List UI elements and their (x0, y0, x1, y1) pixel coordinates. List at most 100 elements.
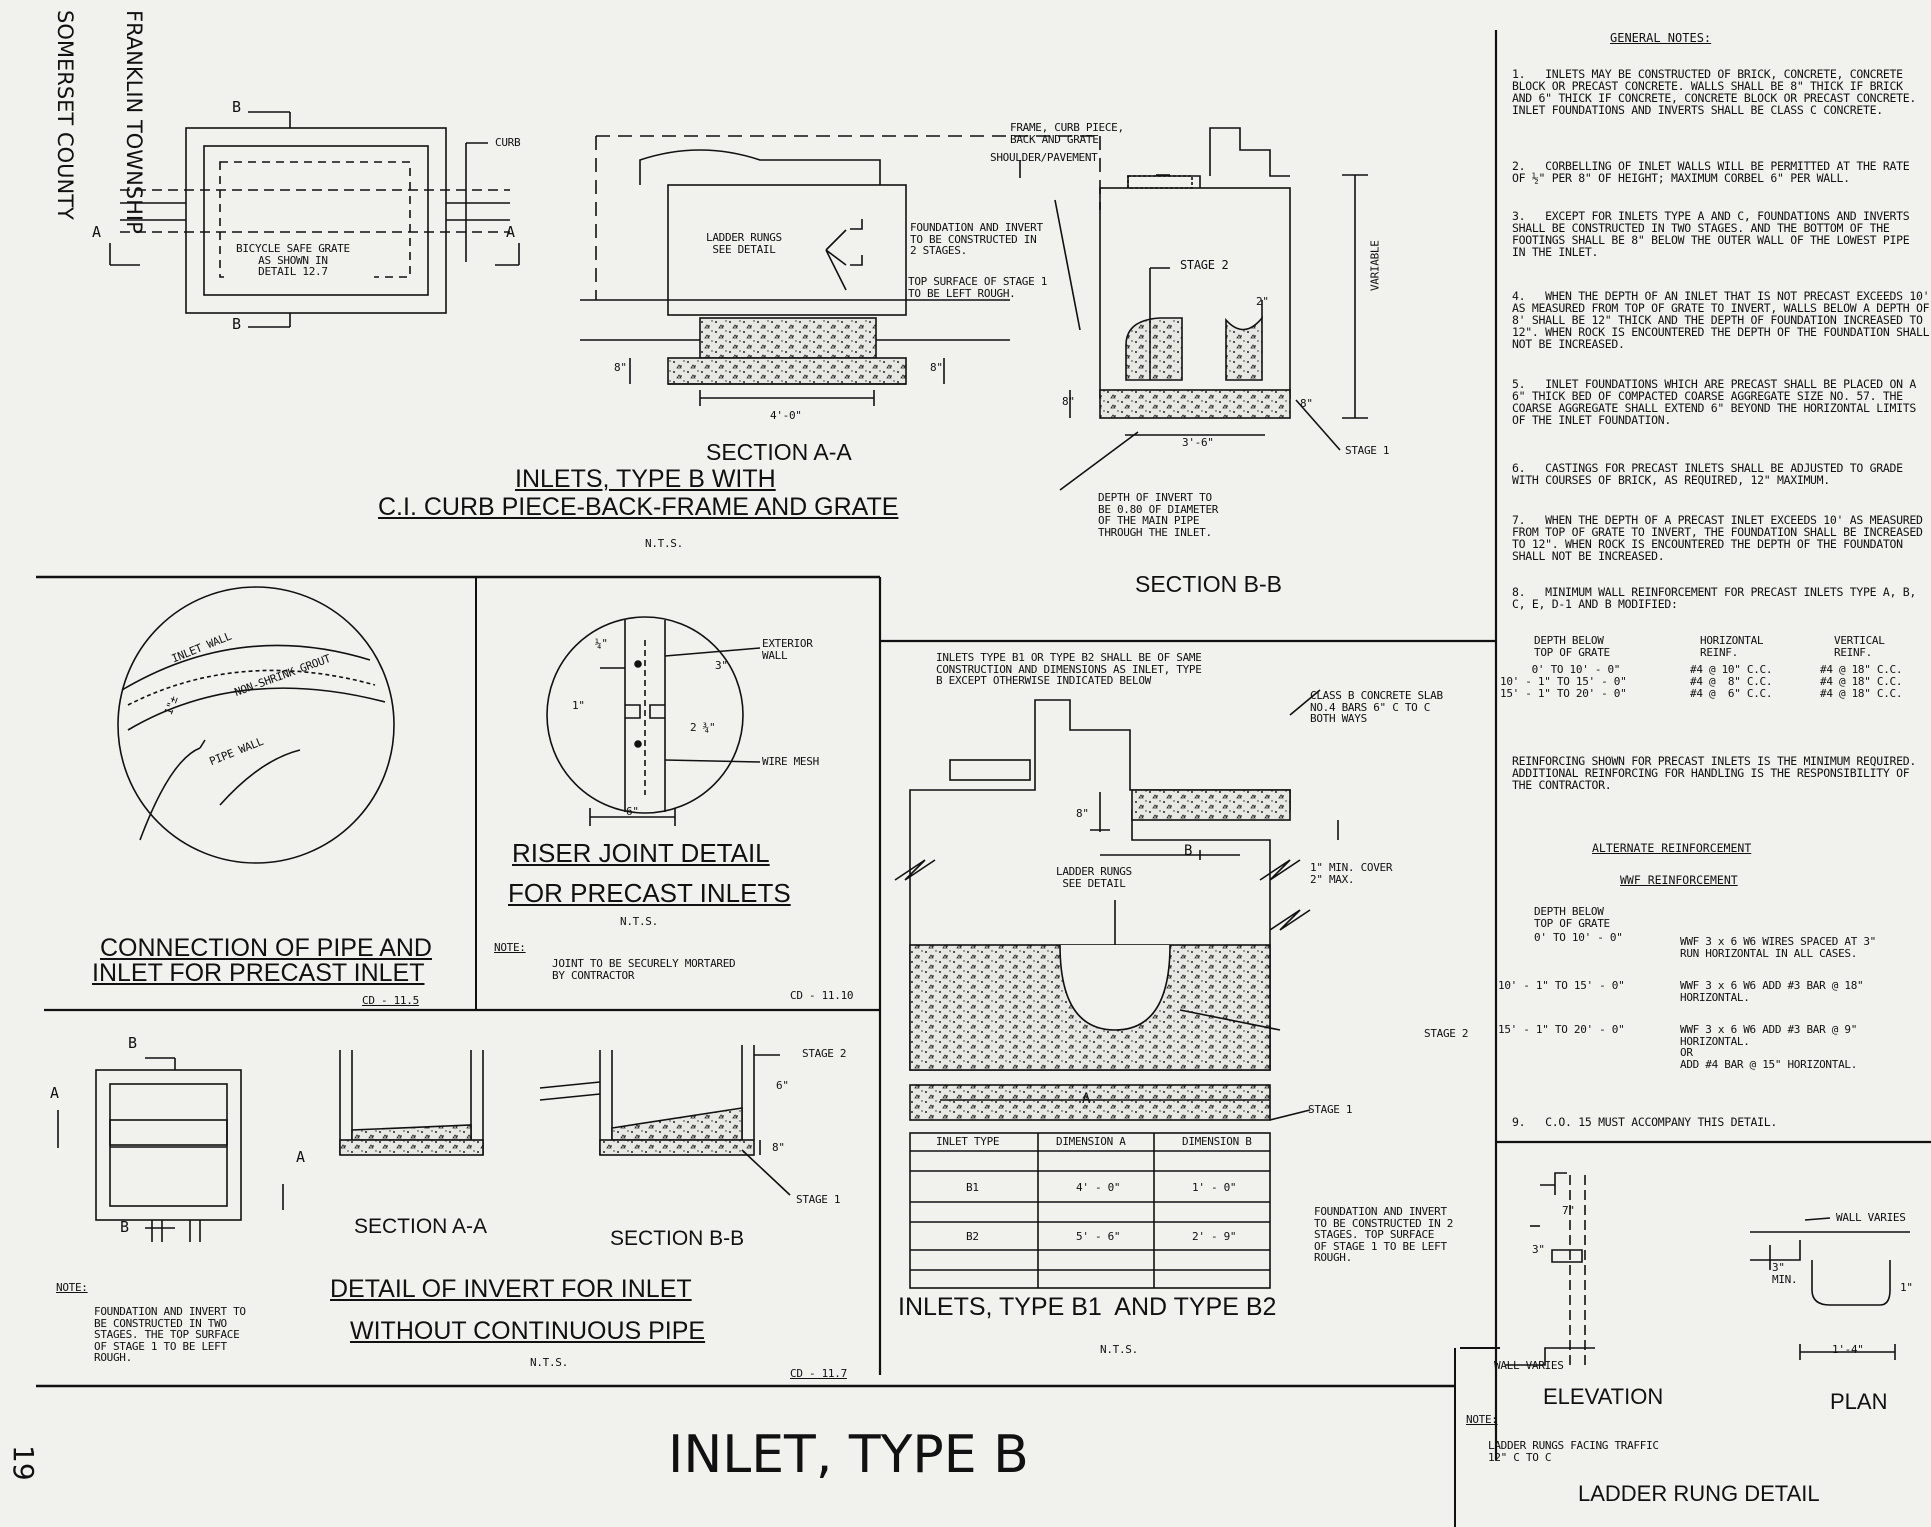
wwf-row-3-spec: WWF 3 x 6 W6 ADD #3 BAR @ 9" HORIZONTAL.… (1680, 1023, 1858, 1071)
cover-note: 1" MIN. COVER 2" MAX. (1310, 861, 1393, 886)
note-4: 4. WHEN THE DEPTH OF AN INLET THAT IS NO… (1512, 289, 1930, 351)
reinf-header-horizontal: HORIZONTAL REINF. (1700, 634, 1764, 659)
invert-nts: N.T.S. (530, 1356, 568, 1369)
ladder-note-label: NOTE: (1466, 1413, 1498, 1426)
riser-one: 1" (572, 699, 585, 712)
table-b2-dim-b: 2' - 9" (1192, 1230, 1237, 1243)
riser-note: JOINT TO BE SECURELY MORTARED BY CONTRAC… (552, 957, 736, 982)
invert-note-label: NOTE: (56, 1281, 88, 1294)
ladder-dim-1: 1" (1900, 1281, 1913, 1294)
invert-a-right: A (296, 1148, 306, 1166)
invert-a-left: A (50, 1084, 60, 1102)
bb-dim-width: 3'-6" (1182, 436, 1214, 449)
invert-dim-6: 6" (776, 1079, 789, 1092)
reinf-header-depth: DEPTH BELOW TOP OF GRATE (1534, 634, 1610, 659)
b1b2-dim-8: 8" (1076, 807, 1089, 820)
foundation-note: FOUNDATION AND INVERT TO BE CONSTRUCTED … (910, 221, 1043, 257)
note-7: 7. WHEN THE DEPTH OF A PRECAST INLET EXC… (1512, 513, 1930, 563)
ladder-elevation-title: ELEVATION (1543, 1384, 1664, 1409)
typeb-section-aa (580, 135, 1170, 406)
ladder-rungs-note: LADDER RUNGS SEE DETAIL (706, 231, 782, 256)
typeb-section-aa-title: SECTION A-A (706, 439, 852, 465)
connection-title-1: CONNECTION OF PIPE AND (100, 934, 432, 962)
frame-note: FRAME, CURB PIECE, BACK AND GRATE (1010, 121, 1124, 146)
wwf-row-2-spec: WWF 3 x 6 W6 ADD #3 BAR @ 18" HORIZONTAL… (1680, 979, 1864, 1004)
invert-plan (57, 1057, 284, 1242)
reinf-row-2-vertical: #4 @ 18" C.C. (1820, 675, 1903, 688)
riser-three: 3" (715, 659, 728, 672)
typeb-plan (109, 111, 520, 328)
bb-dim-8-right: 8" (1300, 397, 1313, 410)
note-5: 5. INLET FOUNDATIONS WHICH ARE PRECAST S… (1512, 377, 1923, 427)
b1b2-dim-b: B (1184, 843, 1193, 859)
riser-title-2: FOR PRECAST INLETS (508, 878, 791, 908)
connection-title-2: INLET FOR PRECAST INLET (92, 959, 425, 987)
invert-sections (339, 1045, 791, 1196)
reinf-row-3-horizontal: #4 @ 6" C.C. (1690, 687, 1773, 700)
riser-detail (546, 616, 761, 826)
typeb-section-bb (1059, 127, 1368, 491)
bb-stage-1: STAGE 1 (1345, 444, 1390, 457)
table-b1-dim-a: 4' - 0" (1076, 1181, 1121, 1194)
reinf-row-2-horizontal: #4 @ 8" C.C. (1690, 675, 1773, 688)
table-b2-dim-a: 5' - 6" (1076, 1230, 1121, 1243)
typeb-title-2: C.I. CURB PIECE-BACK-FRAME AND GRATE (378, 493, 899, 521)
wwf-row-1-spec: WWF 3 x 6 W6 WIRES SPACED AT 3" RUN HORI… (1680, 935, 1876, 960)
wwf-row-1-depth: 0' TO 10' - 0" (1534, 931, 1623, 944)
side-title-block: FRANKLIN TOWNSHIP SOMERSET COUNTY (30, 10, 191, 234)
dim-width: 4'-0" (770, 409, 802, 422)
grate-note: BICYCLE SAFE GRATE AS SHOWN IN DETAIL 12… (236, 242, 350, 278)
riser-code: CD - 11.10 (790, 989, 854, 1002)
b1b2-stage-2: STAGE 2 (1424, 1027, 1469, 1040)
note-6: 6. CASTINGS FOR PRECAST INLETS SHALL BE … (1512, 461, 1910, 487)
invert-dim-8: 8" (772, 1141, 785, 1154)
b1b2-title: INLETS, TYPE B1 AND TYPE B2 (898, 1293, 1277, 1321)
invert-note: FOUNDATION AND INVERT TO BE CONSTRUCTED … (94, 1305, 246, 1364)
wwf-row-2-depth: 10' - 1" TO 15' - 0" (1498, 979, 1625, 992)
ladder-elevation (1505, 1172, 1595, 1370)
b1b2-stage-1: STAGE 1 (1308, 1103, 1353, 1116)
typeb-title-1: INLETS, TYPE B WITH (515, 465, 776, 493)
note-8: 8. MINIMUM WALL REINFORCEMENT FOR PRECAS… (1512, 585, 1923, 611)
typeb-section-bb-title: SECTION B-B (1135, 571, 1282, 597)
township-name: FRANKLIN TOWNSHIP (122, 10, 146, 234)
table-header-dim-a: DIMENSION A (1056, 1135, 1126, 1148)
invert-stage-1: STAGE 1 (796, 1193, 841, 1206)
wwf-heading: WWF REINFORCEMENT (1620, 873, 1738, 887)
ladder-dim-3-min: 3" MIN. (1772, 1261, 1798, 1286)
reinf-shown-note: REINFORCING SHOWN FOR PRECAST INLETS IS … (1512, 754, 1923, 792)
b1b2-section (894, 689, 1339, 1121)
ladder-note: LADDER RUNGS FACING TRAFFIC 12" C TO C (1488, 1439, 1659, 1464)
wwf-depth-header: DEPTH BELOW TOP OF GRATE (1534, 905, 1610, 930)
slab-note: CLASS B CONCRETE SLAB NO.4 BARS 6" C TO … (1310, 689, 1443, 725)
depth-invert-note: DEPTH OF INVERT TO BE 0.80 OF DIAMETER O… (1098, 491, 1219, 539)
bb-variable: VARIABLE (1368, 240, 1382, 292)
dim-8-right: 8" (930, 361, 943, 374)
ladder-dim-7: 7" (1562, 1204, 1575, 1217)
plan-section-b-bottom: B (232, 315, 242, 333)
plan-section-a-right: A (506, 223, 516, 241)
ladder-wall-varies-bottom: WALL VARIES (1494, 1359, 1564, 1372)
riser-six: 6" (626, 805, 639, 818)
note-1: 1. INLETS MAY BE CONSTRUCTED OF BRICK, C… (1512, 67, 1923, 117)
invert-section-aa: SECTION A-A (354, 1215, 488, 1238)
sheet-title: INLET, TYPE B (668, 1425, 1029, 1485)
bb-dim-2: 2" (1256, 295, 1269, 308)
invert-title-2: WITHOUT CONTINUOUS PIPE (350, 1317, 706, 1345)
b1b2-dim-a: A (1082, 1091, 1091, 1107)
ladder-title: LADDER RUNG DETAIL (1578, 1481, 1820, 1506)
invert-b-bottom: B (120, 1218, 130, 1236)
bb-dim-8-left: 8" (1062, 395, 1075, 408)
typeb-nts: N.T.S. (645, 537, 683, 550)
county-name: SOMERSET COUNTY (53, 10, 77, 220)
riser-quarter: ¼" (595, 637, 608, 650)
ladder-plan (1750, 1217, 1910, 1360)
invert-title-1: DETAIL OF INVERT FOR INLET (330, 1275, 692, 1303)
riser-note-label: NOTE: (494, 941, 526, 954)
plan-section-b-top: B (232, 98, 242, 116)
wire-mesh-label: WIRE MESH (762, 755, 819, 768)
ladder-plan-title: PLAN (1830, 1389, 1888, 1414)
reinf-header-vertical: VERTICAL REINF. (1834, 634, 1885, 659)
b1b2-intro-note: INLETS TYPE B1 OR TYPE B2 SHALL BE OF SA… (936, 651, 1202, 687)
plan-section-a-left: A (92, 223, 102, 241)
